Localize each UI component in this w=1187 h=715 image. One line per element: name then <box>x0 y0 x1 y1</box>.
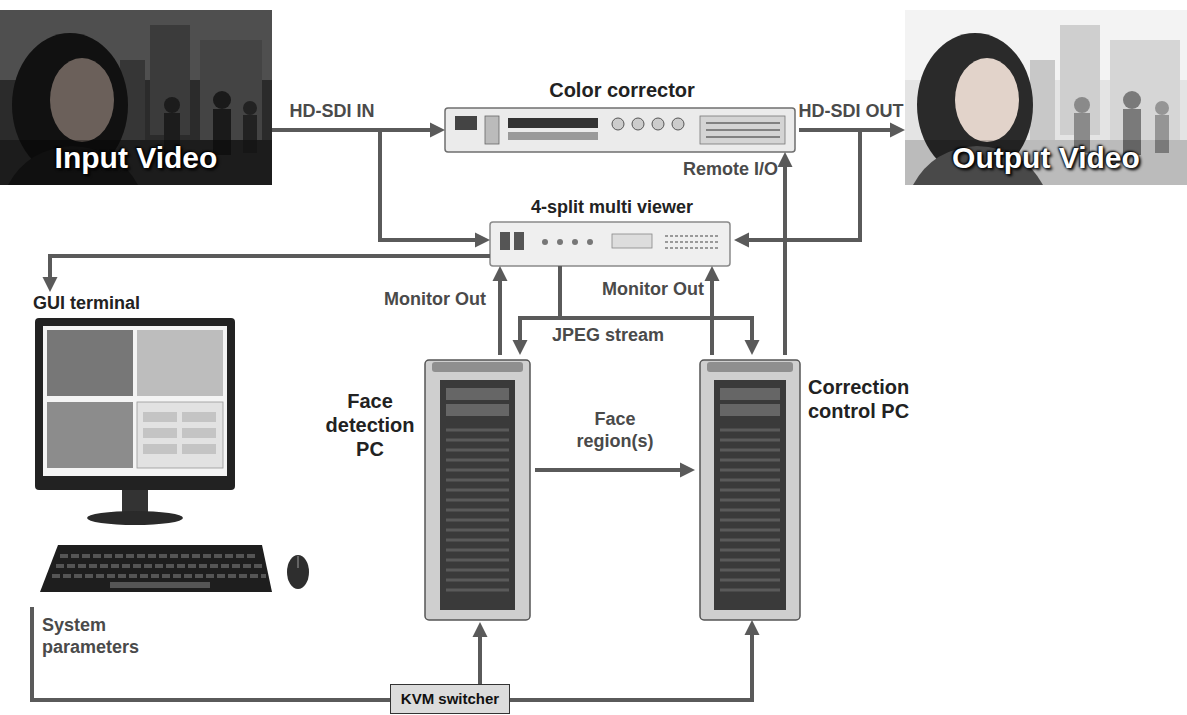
node-label: Correction control PC <box>808 375 926 423</box>
connector-line <box>50 256 490 277</box>
arrow-head <box>513 340 528 355</box>
node-label: Input Video <box>55 141 218 175</box>
connector-line <box>32 607 390 700</box>
multi-viewer-device <box>490 222 730 266</box>
arrow-head <box>475 233 490 248</box>
switch-box: KVM switcher <box>390 684 510 714</box>
arrow-head <box>745 620 760 635</box>
input-video-image <box>0 10 272 185</box>
connector-line <box>710 281 714 355</box>
arrow-head <box>680 463 695 478</box>
edge-label: Monitor Out <box>376 288 486 310</box>
node-label: Color corrector <box>445 78 799 102</box>
node-label: Output Video <box>952 141 1140 175</box>
node-label: 4-split multi viewer <box>490 196 734 218</box>
arrow-head <box>473 622 488 637</box>
arrow-head <box>734 233 749 248</box>
video-frame: Output Video <box>905 10 1187 185</box>
edge-label: Monitor Out <box>590 278 704 300</box>
connector-line <box>783 167 787 355</box>
edge-label: HD-SDI OUT <box>797 100 905 122</box>
connector-line <box>498 281 502 355</box>
video-frame: Input Video <box>0 10 272 185</box>
signal-arrow <box>778 152 793 355</box>
device-box: 4-split multi viewer <box>490 196 734 266</box>
signal-arrow <box>493 266 508 355</box>
signal-arrow <box>272 130 490 248</box>
arrow-head <box>890 123 905 138</box>
edge-label: System parameters <box>42 614 167 658</box>
pc-tower: Face detection PC <box>320 355 535 622</box>
terminal: GUI terminal <box>25 292 329 607</box>
signal-arrow <box>734 130 860 248</box>
signal-arrow <box>535 463 695 478</box>
device-box: Color corrector <box>445 78 799 152</box>
signal-arrow <box>32 607 390 700</box>
connector-line <box>535 468 680 472</box>
pc-tower-illustration <box>425 360 530 620</box>
color-corrector-device <box>445 108 795 152</box>
arrow-head <box>430 123 445 138</box>
output-video-image <box>905 10 1187 185</box>
signal-arrow <box>705 266 720 355</box>
signal-arrow <box>43 256 491 292</box>
signal-arrow <box>510 620 760 700</box>
edge-label: Face region(s) <box>565 408 665 452</box>
arrow-head <box>493 266 508 281</box>
arrow-head <box>745 340 760 355</box>
pc-tower: Correction control PC <box>695 355 930 620</box>
arrow-head <box>43 277 58 292</box>
edge-label: JPEG stream <box>548 324 668 346</box>
pc-tower-illustration <box>700 360 800 620</box>
connector-line <box>510 635 752 700</box>
signal-arrow <box>473 622 488 684</box>
gui-terminal-illustration <box>35 318 309 592</box>
edge-label: Remote I/O <box>664 158 778 180</box>
node-label: GUI terminal <box>25 292 329 314</box>
arrow-head <box>778 152 793 167</box>
connector-line <box>749 130 860 240</box>
edge-label: HD-SDI IN <box>282 100 382 122</box>
arrow-head <box>705 266 720 281</box>
connector-line <box>478 637 482 684</box>
node-label: KVM switcher <box>401 690 499 708</box>
connector-line <box>272 130 475 240</box>
node-label: Face detection PC <box>320 389 420 622</box>
